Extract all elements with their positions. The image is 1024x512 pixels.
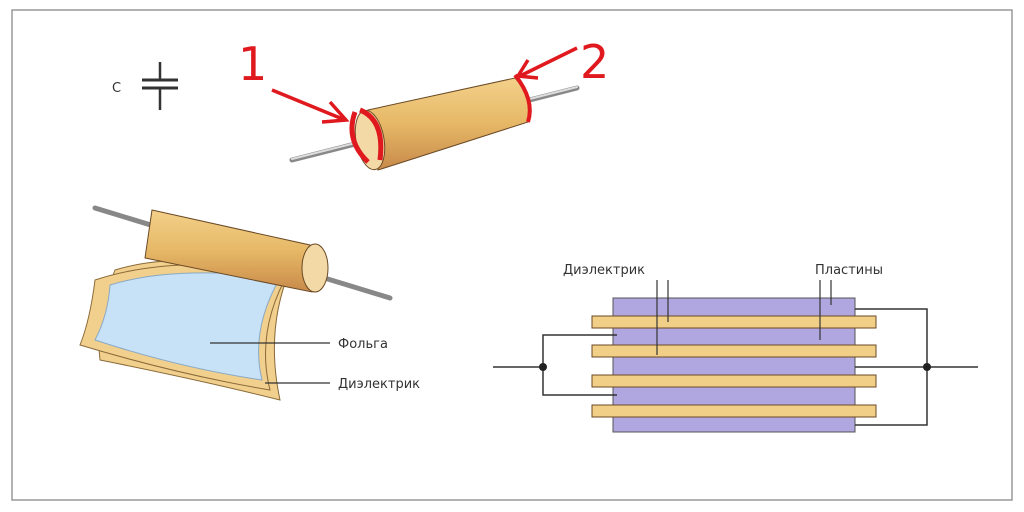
layered-dielectric-label: Диэлектрик xyxy=(563,263,645,278)
rolled-capacitor: Фольга Диэлектрик xyxy=(79,205,420,401)
plate xyxy=(591,344,877,358)
capacitor-symbol: C xyxy=(112,62,178,110)
red-annotations: 1 2 xyxy=(238,35,609,124)
mark1-highlight xyxy=(349,107,384,164)
junction-left xyxy=(539,363,547,371)
plate xyxy=(591,374,877,388)
mark2-highlight xyxy=(513,73,532,123)
cylinder-capacitor xyxy=(289,73,580,171)
plate xyxy=(591,315,877,329)
plate xyxy=(591,404,877,418)
mark1-label: 1 xyxy=(238,37,267,91)
rolled-dielectric-label: Диэлектрик xyxy=(338,377,420,392)
mark2-label: 2 xyxy=(580,35,609,89)
layered-capacitor: Диэлектрик Пластины xyxy=(493,263,978,433)
symbol-letter: C xyxy=(112,81,121,96)
plates-label: Пластины xyxy=(815,263,883,278)
foil-label: Фольга xyxy=(338,337,388,352)
junction-right xyxy=(923,363,931,371)
